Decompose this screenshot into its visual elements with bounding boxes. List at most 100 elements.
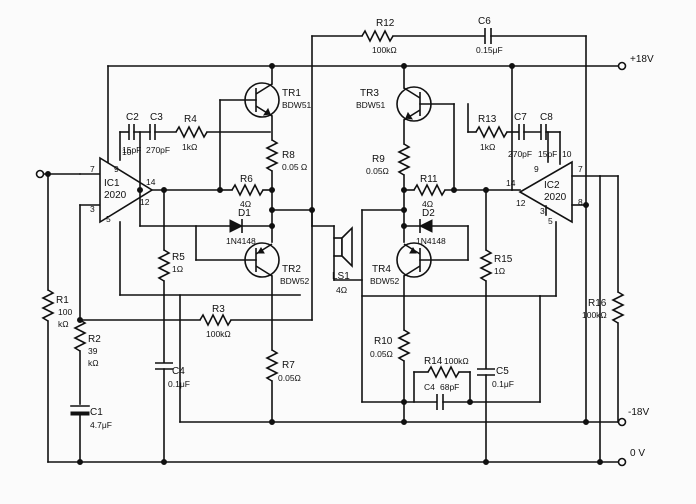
ic1-pin10: 10: [122, 147, 132, 157]
ic1-ref: IC1: [104, 178, 120, 189]
ls1-value: 4Ω: [336, 285, 347, 295]
r2-unit: kΩ: [88, 358, 99, 368]
input-terminal: [35, 169, 81, 291]
c2-ref: C2: [126, 112, 139, 123]
r1-ref: R1: [56, 295, 69, 306]
c4-ref: C4: [172, 366, 185, 377]
d2-ref: D2: [422, 208, 435, 219]
capacitor-c5: C5 0.1μF: [477, 366, 514, 389]
c1-value: 4.7μF: [90, 420, 112, 430]
diode-d1: D1 1N4148: [226, 208, 256, 246]
r8-value: 0.05 Ω: [282, 162, 307, 172]
r10-value: 0.05Ω: [370, 349, 393, 359]
c6-ref: C6: [478, 16, 491, 27]
c5-ref: C5: [496, 366, 509, 377]
resistor-r3: R3 100kΩ: [199, 304, 232, 339]
ic1-amplifier: IC1 2020 7 9 10 14 12 5 3: [90, 147, 156, 224]
ic2-pin9: 9: [534, 164, 539, 174]
tr2-part: BDW52: [280, 276, 310, 286]
transistor-tr4: TR4 BDW52: [370, 242, 432, 286]
r3-value: 100kΩ: [206, 329, 231, 339]
c4-value: 0.1μF: [168, 379, 190, 389]
r14-value: 100kΩ: [444, 356, 469, 366]
c5-value: 0.1μF: [492, 379, 514, 389]
c6-value: 0.15μF: [476, 45, 503, 55]
r6-ref: R6: [240, 174, 253, 185]
r11-ref: R11: [420, 174, 438, 185]
tr3-part: BDW51: [356, 100, 386, 110]
r5-value: 1Ω: [172, 264, 183, 274]
tr1-ref: TR1: [282, 88, 301, 99]
resistor-r12: R12 100kΩ: [361, 18, 397, 55]
ic2-pin10: 10: [562, 149, 572, 159]
r1-value: 100: [58, 307, 72, 317]
r7-value: 0.05Ω: [278, 373, 301, 383]
c4b-value: 68pF: [440, 382, 459, 392]
resistor-r2: R2 39 kΩ: [73, 319, 101, 368]
r8-ref: R8: [282, 150, 295, 161]
c1-ref: C1: [90, 407, 103, 418]
resistor-r1: R1 100 kΩ: [41, 289, 72, 463]
c2-value: 15pF: [122, 145, 141, 155]
r13-value: 1kΩ: [480, 142, 495, 152]
r10-ref: R10: [374, 336, 393, 347]
junction-dots: [45, 63, 603, 465]
d2-part: 1N4148: [416, 236, 446, 246]
r3-ref: R3: [212, 304, 225, 315]
transistor-tr3: TR3 BDW51: [356, 86, 432, 122]
c7-value: 270pF: [508, 149, 532, 159]
r15-ref: R15: [494, 254, 513, 265]
ic2-amplifier: IC2 2020 7 9 10 14 12 5 3 8: [506, 149, 583, 226]
d1-ref: D1: [238, 208, 251, 219]
capacitor-c2: C2 15pF: [119, 112, 141, 155]
tr4-part: BDW52: [370, 276, 400, 286]
c3-ref: C3: [150, 112, 163, 123]
ic2-pin8: 8: [578, 197, 583, 207]
resistor-r15: R15 1Ω: [479, 249, 513, 282]
capacitor-c3: C3 270pF: [146, 112, 170, 155]
c8-value: 15pF: [538, 149, 557, 159]
resistor-r4: R4 1kΩ: [175, 114, 208, 152]
r13-ref: R13: [478, 114, 497, 125]
r2-value: 39: [88, 346, 98, 356]
r9-ref: R9: [372, 154, 385, 165]
ic1-pin5: 5: [106, 214, 111, 224]
ic2-ref: IC2: [544, 180, 560, 191]
rail-positive: +18V: [107, 54, 654, 71]
r5-ref: R5: [172, 252, 185, 263]
rail-negative-label: -18V: [628, 407, 649, 418]
r15-value: 1Ω: [494, 266, 505, 276]
r11-value: 4Ω: [422, 199, 433, 209]
ic2-pin5: 5: [548, 216, 553, 226]
r7-ref: R7: [282, 360, 295, 371]
resistor-r16: R16 100kΩ: [582, 291, 625, 324]
capacitor-c4: C4 0.1μF: [155, 362, 190, 389]
ic1-pin7: 7: [90, 164, 95, 174]
capacitor-c1: C1 4.7μF: [70, 405, 112, 463]
tr3-ref: TR3: [360, 88, 379, 99]
ic2-pin14: 14: [506, 178, 516, 188]
r6-value: 4Ω: [240, 199, 251, 209]
r1-unit: kΩ: [58, 319, 69, 329]
c7-ref: C7: [514, 112, 527, 123]
speaker-ls1: LS1 4Ω: [332, 226, 353, 295]
c4b-ref: C4: [424, 382, 435, 392]
r12-ref: R12: [376, 18, 395, 29]
r16-value: 100kΩ: [582, 310, 607, 320]
resistor-r8: R8 0.05 Ω: [265, 139, 307, 172]
resistor-r13: R13 1kΩ: [475, 114, 508, 152]
ic2-pin3: 3: [540, 206, 545, 216]
rail-positive-label: +18V: [630, 54, 654, 65]
d1-part: 1N4148: [226, 236, 256, 246]
ic1-pin9: 9: [114, 164, 119, 174]
rail-ground: 0 V: [47, 448, 645, 467]
ic2-pin12: 12: [516, 198, 526, 208]
r16-ref: R16: [588, 298, 607, 309]
r14-ref: R14: [424, 356, 443, 367]
rail-ground-label: 0 V: [630, 448, 645, 459]
ic1-part: 2020: [104, 190, 127, 201]
resistor-r7: R7 0.05Ω: [265, 349, 301, 383]
ic2-part: 2020: [544, 192, 567, 203]
c3-value: 270pF: [146, 145, 170, 155]
